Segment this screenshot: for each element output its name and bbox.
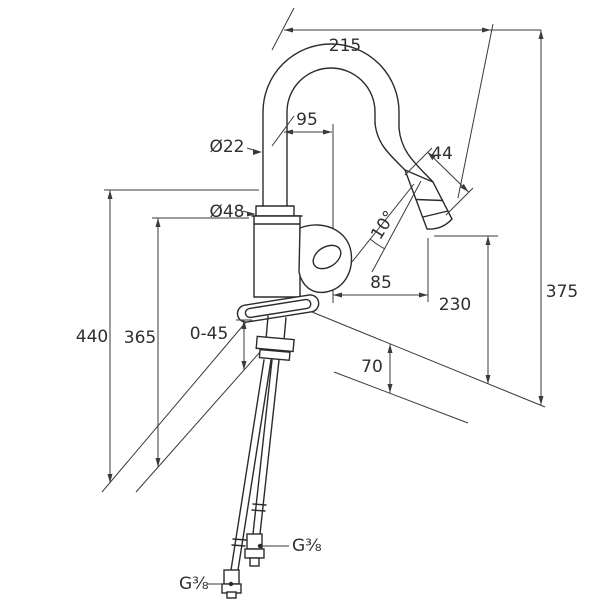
dim-label-95: 95	[296, 110, 318, 130]
base-plate-inner-line	[244, 298, 312, 319]
base-plate	[236, 294, 320, 323]
faucet-outline	[221, 43, 453, 599]
mounting-nut	[255, 335, 295, 353]
deck-plane-left	[101, 321, 247, 493]
dim-label-375: 375	[546, 282, 578, 302]
dim-label-85: 85	[370, 273, 392, 293]
collar	[251, 205, 303, 217]
hose-lower	[230, 359, 272, 571]
deck-underside-left	[135, 351, 261, 493]
deck-thickness-label: 0-45	[190, 324, 229, 344]
dim-label-365: 365	[124, 328, 156, 348]
spray-head-seam	[415, 198, 444, 202]
dim-label-440: 440	[76, 327, 108, 347]
hose-fitting-upper	[244, 533, 265, 567]
dimension-labels: 215 95 Ø22 Ø48 44 10° 85 230 375 440 365…	[76, 36, 578, 594]
leader-dot-lower	[228, 581, 234, 587]
spout-outer-edge	[262, 43, 400, 207]
angle-label: 10°	[367, 207, 400, 243]
deck-plane-right	[311, 311, 546, 408]
body-cylinder	[253, 215, 301, 298]
spray-bend-inner	[374, 122, 406, 171]
dim-label-215: 215	[329, 36, 361, 56]
spray-bend-outer	[398, 127, 434, 183]
spout-diameter-label: Ø22	[209, 137, 244, 157]
body-diameter-label: Ø48	[209, 202, 244, 222]
spout-inner-edge	[286, 67, 376, 207]
supply-hoses	[221, 359, 280, 599]
leader-dot-upper	[257, 543, 263, 549]
dimension-lines	[101, 7, 546, 587]
hose-fitting-lower	[221, 569, 242, 599]
mounting-shank	[255, 315, 295, 361]
hose-thread-label-lower: G⅜	[179, 574, 209, 594]
hose-thread-bands	[231, 503, 267, 547]
dim-label-70: 70	[361, 357, 383, 377]
deck-underside-right	[333, 371, 469, 424]
mounting-washer	[258, 348, 291, 361]
dim-label-230: 230	[439, 295, 471, 315]
dim-label-44: 44	[431, 144, 453, 164]
hose-thread-label-upper: G⅜	[292, 536, 322, 556]
spray-head-tip-seam	[422, 210, 449, 218]
lever-handle-hole	[312, 244, 342, 270]
